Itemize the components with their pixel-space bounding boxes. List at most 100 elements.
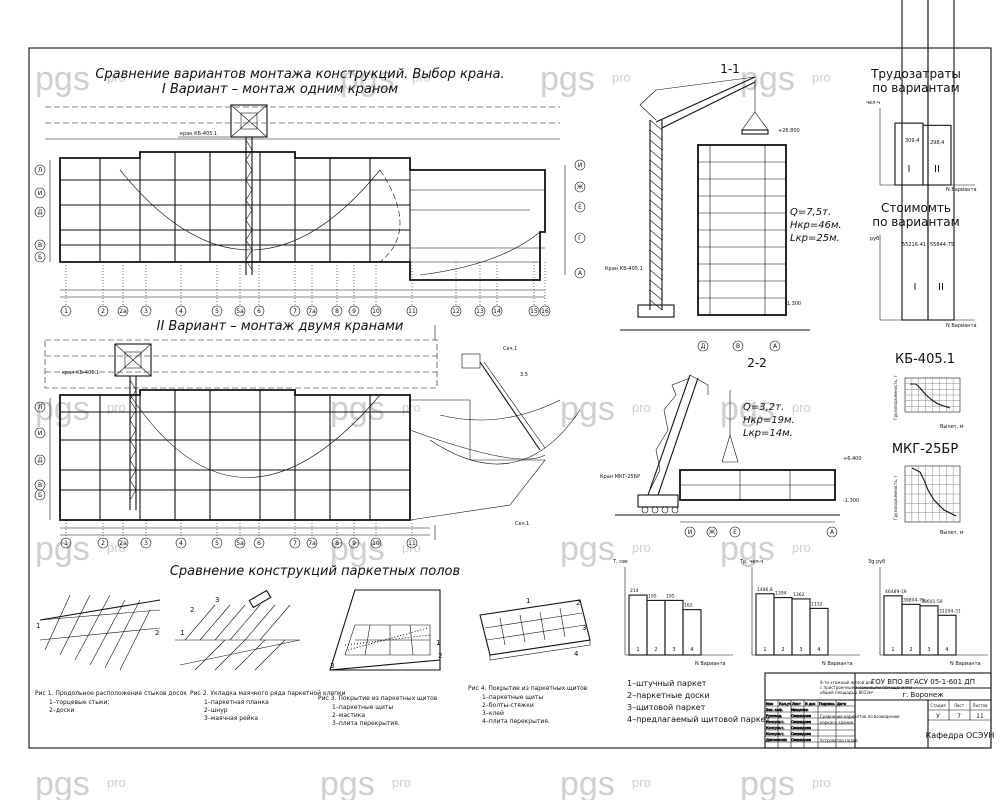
- section-11-h: Hкр=46м.: [790, 220, 842, 231]
- axis-label: 7: [293, 308, 297, 315]
- bar: [755, 593, 775, 656]
- bar-category: 1: [763, 647, 766, 653]
- bar: [809, 607, 829, 656]
- crane-base-v2: [114, 343, 152, 377]
- axis-label: 3: [144, 308, 148, 315]
- axis-label: 10: [372, 540, 380, 547]
- labor-bar-variant-1: [894, 122, 924, 186]
- figure-3: 1 2 3: [329, 589, 442, 671]
- axis-bubble: А: [826, 526, 838, 538]
- axis-label: 5а: [236, 540, 244, 547]
- bar-value-label: 1362: [793, 592, 805, 598]
- axis-label: Л: [38, 167, 43, 174]
- fig2-marker-2: 2: [190, 606, 194, 614]
- tb-role: Дипломник: [766, 738, 787, 742]
- axis-label: Л: [38, 404, 43, 411]
- tb-name: Свиридова: [791, 732, 811, 736]
- axis-bubble: 7: [289, 537, 301, 549]
- axis-bubble: 7: [289, 305, 301, 317]
- bar-category: 3: [927, 647, 930, 653]
- axis-bubble: Ж: [574, 181, 586, 193]
- fig3-marker-1: 1: [436, 639, 440, 647]
- axis-bubble: 7а: [306, 305, 318, 317]
- fig4-marker-4: 4: [574, 650, 579, 658]
- tb-sheets-label: Листов: [973, 703, 989, 708]
- chart-xlabel: N Варианта: [695, 661, 726, 667]
- axis-bubble: 2а: [117, 537, 129, 549]
- bar-value-label: 1394: [775, 591, 787, 597]
- figure-item: 3–клей: [482, 710, 504, 717]
- labor-value-2: 298,4: [930, 140, 944, 146]
- watermark-brand: pgs: [560, 765, 615, 800]
- labor-cat-2: II: [934, 164, 940, 175]
- figure-caption: Рис 2. Укладка маячного ряда паркетной к…: [190, 690, 346, 697]
- watermark-brand: pgs: [720, 390, 775, 428]
- bar-category: 4: [945, 647, 948, 653]
- labor-ylabel: чел-ч: [866, 100, 880, 106]
- axis-bubble: Д: [34, 454, 46, 466]
- figure-item: 2–доски: [49, 707, 75, 714]
- watermark-suffix: pro: [412, 70, 431, 85]
- axis-label: Д: [38, 209, 43, 216]
- legend-item: 2–паркетные доски: [627, 691, 710, 700]
- axis-label: 14: [493, 308, 501, 315]
- tb-name: Свиридова: [791, 714, 811, 718]
- axis-label: 13: [476, 308, 484, 315]
- axis-label: 2а: [119, 540, 127, 547]
- section-11-l: Lкр=25м.: [790, 233, 840, 244]
- watermark-brand: pgs: [330, 390, 385, 428]
- watermark-brand: pgs: [320, 765, 375, 800]
- figure-item: 3–плита перекрытия.: [332, 720, 400, 727]
- labor-chart: 309,4 298,4 I II чел-ч N Варианта: [866, 100, 977, 193]
- watermark-suffix: pro: [632, 775, 651, 790]
- axis-bubble: 10: [370, 537, 382, 549]
- fig1-marker-1: 1: [36, 622, 40, 630]
- figure-item: 1–паркетные щиты: [482, 694, 543, 701]
- axis-label: Ж: [577, 184, 584, 191]
- watermark-brand: pgs: [740, 765, 795, 800]
- axis-label: 16: [541, 308, 549, 315]
- variant1-title: I Вариант – монтаж одним краном: [162, 82, 398, 97]
- watermark-suffix: pro: [812, 775, 831, 790]
- axis-bubble: Е: [574, 201, 586, 213]
- bar: [628, 594, 648, 656]
- bar-category: 4: [817, 647, 820, 653]
- tb-col-header: Изм: [766, 702, 773, 706]
- bar-category: 2: [654, 647, 657, 653]
- axis-label: И: [38, 430, 43, 437]
- axis-bubble: Л: [34, 401, 46, 413]
- tb-sheet-desc-3: Устройство полов: [820, 738, 858, 743]
- tb-stage-label: Стадия: [930, 703, 946, 708]
- axis-bubble: Б: [34, 251, 46, 263]
- labor-value-1: 309,4: [905, 138, 919, 144]
- watermark-suffix: pro: [107, 70, 126, 85]
- axis-bubble: В: [34, 239, 46, 251]
- tb-role: Зав. каф.: [766, 708, 783, 712]
- axis-label: 5: [215, 540, 219, 547]
- watermark-brand: pgs: [560, 390, 615, 428]
- crane-chart-2: Грузоподъемность, т Вылет, м: [893, 465, 964, 536]
- labor-chart-title2: по вариантам: [872, 81, 959, 95]
- axis-bubble: 9: [348, 305, 360, 317]
- watermark-brand: pgs: [540, 60, 595, 98]
- figure-item: 1–паркетная планка: [204, 699, 269, 706]
- axis-bubble: 5: [211, 305, 223, 317]
- watermark-brand: pgs: [35, 530, 90, 568]
- axis-bubble: 7а: [306, 537, 318, 549]
- cost-chart-title2: по вариантам: [872, 215, 959, 229]
- figure-item: 2–шнур: [204, 707, 228, 714]
- axis-label: И: [688, 529, 693, 536]
- bar-value-label: 1132: [811, 601, 823, 607]
- fig2-marker-1: 1: [180, 629, 184, 637]
- section-11-crane-name: Кран КБ-405.1: [605, 266, 643, 272]
- cost-value-2: 55844-75: [930, 242, 954, 248]
- legend-item: 1–штучный паркет: [627, 679, 707, 688]
- figure-item: 3–маячная рейка: [204, 715, 258, 722]
- watermark-brand: pgs: [35, 60, 90, 98]
- axis-bubble: 12: [450, 305, 462, 317]
- axis-label: Д: [38, 457, 43, 464]
- tb-desc-3: общей площадью 8013м²: [820, 690, 874, 695]
- axis-label: 12: [452, 308, 460, 315]
- section-11-elev-bottom: -1.300: [785, 301, 801, 307]
- figure-item: 2–болты-стяжки: [482, 702, 534, 709]
